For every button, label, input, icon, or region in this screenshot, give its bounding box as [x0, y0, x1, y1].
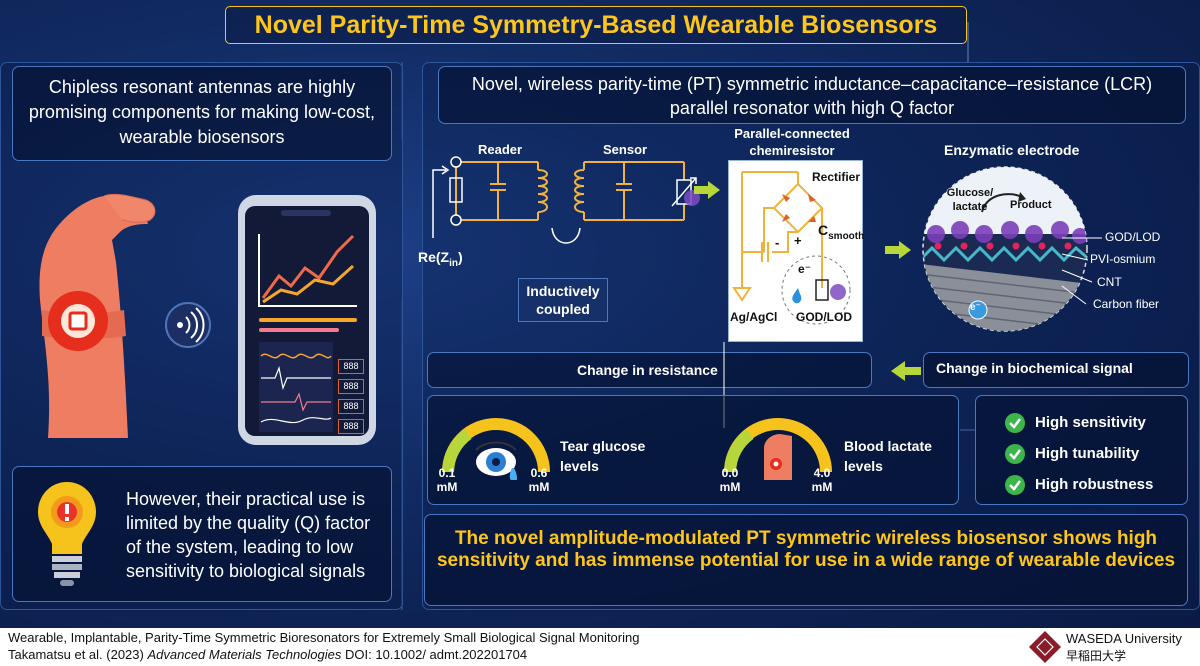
conclusion-text: The novel amplitude-modulated PT symmetr… [436, 528, 1176, 571]
blood-lactate-min: 0.0 mM [719, 466, 741, 494]
electron-label-circuit: e⁻ [798, 262, 812, 276]
phone-value-2: 888 [338, 379, 364, 394]
re-zin-label: Re(Zin) [418, 249, 463, 269]
change-biochemical-bar [923, 352, 1189, 388]
reader-sensor-circuit [432, 156, 700, 244]
poster-background: Novel Parity-Time Symmetry-Based Wearabl… [0, 0, 1200, 628]
arrow-right-icon-2 [885, 241, 911, 259]
footer-citation-title: Wearable, Implantable, Parity-Time Symme… [8, 630, 640, 645]
phone-value-3: 888 [338, 399, 364, 414]
tear-glucose-min: 0.1 mM [436, 466, 458, 494]
tear-glucose-max: 0.6 mM [528, 466, 550, 494]
inductively-coupled-label: Inductively coupled [526, 283, 600, 317]
change-resistance-bar [427, 352, 872, 388]
footer: Wearable, Implantable, Parity-Time Symme… [0, 628, 1200, 666]
csmooth-label: Csmooth [818, 222, 865, 242]
feature-robustness: High robustness [1035, 476, 1154, 493]
smartphone-screen [245, 206, 369, 436]
lightbulb-warning-icon [38, 482, 96, 586]
rectifier-circuit [732, 171, 851, 325]
electron-label-electrode: e⁻ [970, 302, 981, 313]
enzymatic-electrode-illustration [922, 166, 1088, 332]
sensor-label: Sensor [603, 142, 648, 157]
tear-glucose-gauge [442, 418, 550, 480]
change-biochemical-label: Change in biochemical signal [936, 360, 1133, 376]
university-name-jp: 早稲田大学 [1066, 649, 1127, 663]
carbon-fiber-label: Carbon fiber [1093, 297, 1160, 311]
feature-tunability: High tunability [1035, 445, 1140, 462]
tear-glucose-label: Tear glucose levels [560, 438, 646, 474]
poster-title: Novel Parity-Time Symmetry-Based Wearabl… [225, 6, 967, 44]
footer-citation-details: Takamatsu et al. (2023) Advanced Materia… [8, 647, 527, 662]
phone-value-1: 888 [338, 359, 364, 374]
rectifier-label: Rectifier [812, 170, 861, 184]
left-top-text: Chipless resonant antennas are highly pr… [28, 77, 376, 147]
reader-label: Reader [478, 142, 523, 157]
god-lod-circuit-label: GOD/LOD [796, 310, 852, 324]
arrow-right-icon-1 [694, 181, 720, 199]
arrow-left-icon [891, 361, 921, 381]
check-icon-2 [1005, 444, 1025, 464]
glucose-lactate-label: Glucose/ lactate [946, 187, 994, 213]
pvi-osmium-label: PVI-osmium [1090, 252, 1156, 266]
change-resistance-label: Change in resistance [577, 362, 718, 378]
blood-lactate-max: 4.0 mM [811, 466, 833, 494]
product-label: Product [1010, 199, 1052, 211]
phone-chart-graphics [258, 210, 357, 432]
footer-doi: DOI: 10.1002/ admt.202201704 [341, 647, 528, 662]
left-bottom-text: However, their practical use is limited … [126, 489, 371, 581]
footer-journal: Advanced Materials Technologies [147, 647, 342, 662]
check-icon-3 [1005, 475, 1025, 495]
feature-sensitivity: High sensitivity [1035, 414, 1146, 431]
right-top-text: Novel, wireless parity-time (PT) symmetr… [471, 74, 1153, 118]
electrode-leader-lines [1061, 237, 1102, 305]
electrode-title: Enzymatic electrode [944, 142, 1080, 158]
university-name: WASEDA University [1066, 631, 1182, 646]
waseda-logo-icon [1029, 631, 1061, 663]
blood-lactate-gauge [724, 418, 832, 480]
blood-lactate-label: Blood lactate levels [844, 438, 932, 474]
conclusion-panel [424, 514, 1188, 606]
left-top-callout [12, 66, 392, 161]
phone-value-4: 888 [338, 419, 364, 434]
check-icon-1 [1005, 413, 1025, 433]
ag-agcl-label: Ag/AgCl [730, 310, 778, 324]
wearable-sensor-icon [48, 291, 108, 351]
chemiresistor-title: Parallel-connected chemiresistor [734, 126, 850, 158]
cnt-label: CNT [1097, 275, 1122, 289]
wireless-signal-icon [165, 302, 211, 348]
minus-sign: - [775, 235, 780, 250]
right-top-callout [438, 66, 1186, 124]
plus-sign: + [794, 233, 802, 248]
footer-authors: Takamatsu et al. (2023) [8, 647, 148, 662]
inductively-coupled-box [518, 278, 608, 322]
god-lod-electrode-label: GOD/LOD [1105, 230, 1161, 244]
